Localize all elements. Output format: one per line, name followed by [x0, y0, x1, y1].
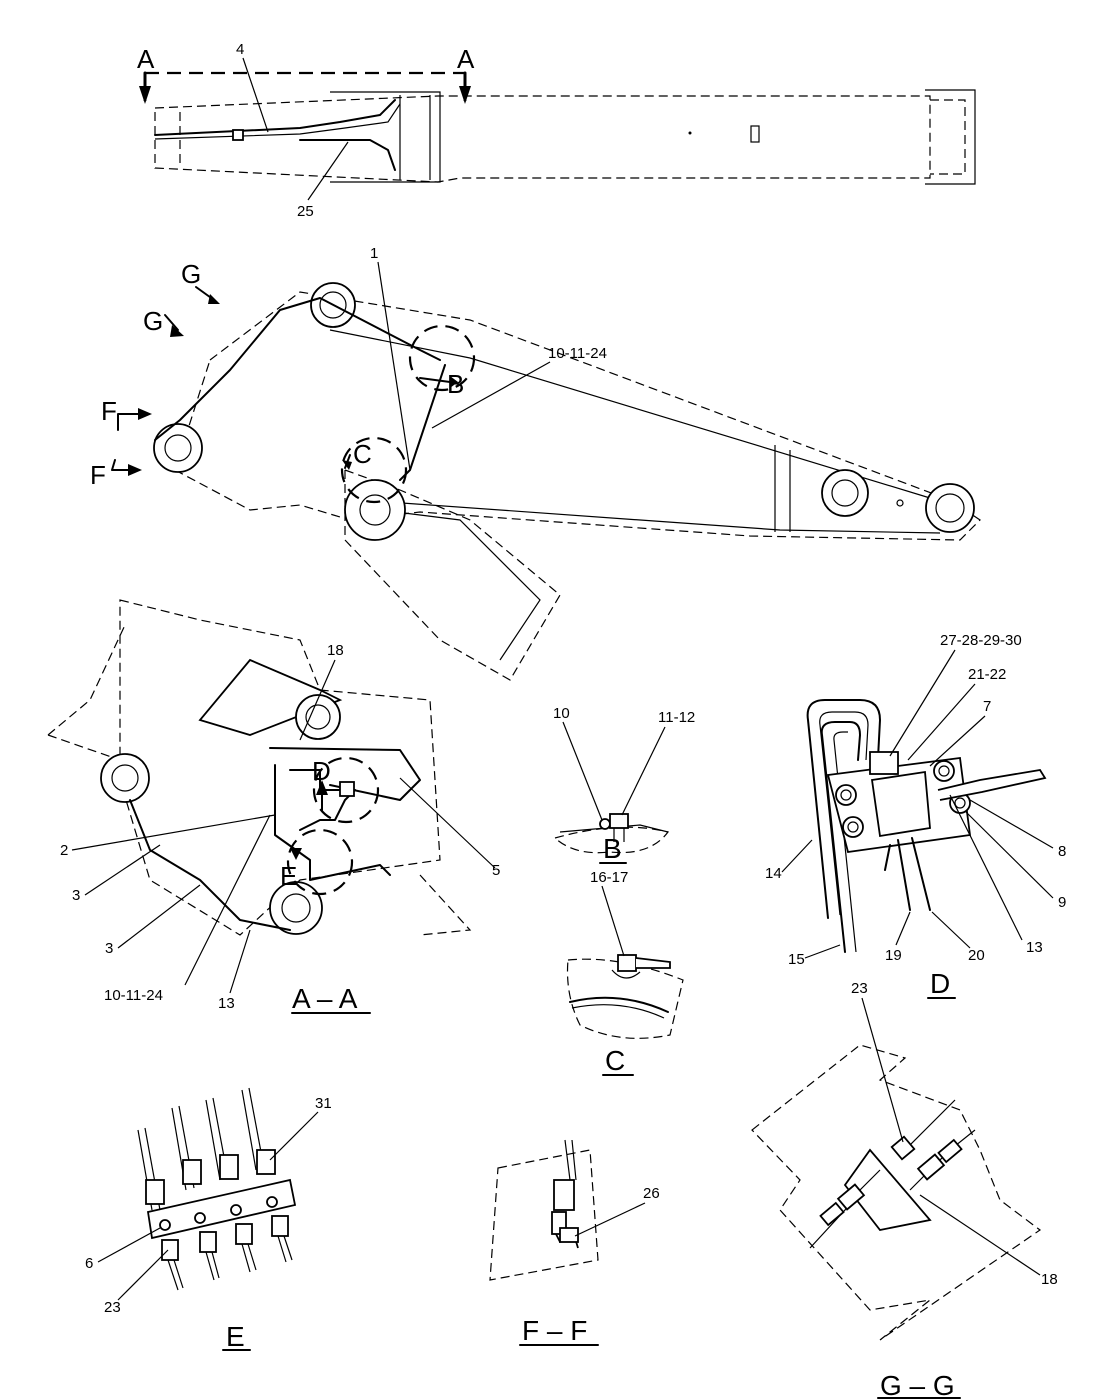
callout-23-e: 23	[104, 1299, 121, 1316]
section-gg-view: 23 18 G – G	[751, 980, 1058, 1400]
callout-25: 25	[297, 203, 314, 220]
detail-b-view: 10 11-12 B	[553, 705, 695, 864]
callout-21-22: 21-22	[968, 666, 1006, 683]
callout-27-28-29-30: 27-28-29-30	[940, 632, 1022, 649]
detail-c-view: 16-17 C	[566, 869, 684, 1076]
callout-3-lower: 3	[105, 940, 113, 957]
section-marker-g-lower: G	[143, 306, 163, 336]
callout-26: 26	[643, 1185, 660, 1202]
callout-11-12: 11-12	[658, 709, 695, 726]
view-title-ff: F – F	[522, 1315, 587, 1346]
callout-13-aa: 13	[218, 995, 235, 1012]
view-title-d: D	[930, 968, 950, 999]
view-title-aa: A – A	[292, 983, 358, 1014]
callout-15: 15	[788, 951, 805, 968]
callout-10-11-24-aa: 10-11-24	[104, 987, 163, 1004]
callout-1: 1	[370, 245, 378, 262]
section-aa-view: D E 18 2 3 3 5 10-11-24 13 A – A	[47, 599, 500, 1014]
detail-marker-e: E	[280, 861, 297, 891]
section-marker-f-upper: F	[101, 396, 117, 426]
callout-10-11-24-main: 10-11-24	[548, 345, 607, 362]
top-view: A A 4 25	[137, 41, 976, 220]
callout-20: 20	[968, 947, 985, 964]
view-title-c: C	[605, 1045, 625, 1076]
callout-8: 8	[1058, 843, 1066, 860]
callout-3-upper: 3	[72, 887, 80, 904]
section-marker-a-left: A	[137, 44, 155, 74]
callout-2: 2	[60, 842, 68, 859]
callout-4: 4	[236, 41, 244, 58]
callout-23-gg: 23	[851, 980, 868, 997]
callout-18-gg: 18	[1041, 1271, 1058, 1288]
callout-5: 5	[492, 862, 500, 879]
detail-marker-b: B	[447, 369, 464, 399]
view-title-b: B	[603, 833, 622, 864]
callout-6: 6	[85, 1255, 93, 1272]
detail-d-view: 27-28-29-30 21-22 7 8 9 13 14 15 19 20 D	[765, 632, 1066, 999]
callout-16-17: 16-17	[590, 869, 628, 886]
callout-14: 14	[765, 865, 782, 882]
callout-19: 19	[885, 947, 902, 964]
detail-marker-d: D	[312, 756, 331, 786]
section-marker-f-lower: F	[90, 460, 106, 490]
view-title-gg: G – G	[880, 1370, 955, 1400]
section-marker-a-right: A	[457, 44, 475, 74]
callout-31: 31	[315, 1095, 332, 1112]
main-side-view: B C G G F F 1 10-11-24	[90, 245, 981, 681]
detail-e-view: 31 6 23 E	[85, 1087, 332, 1352]
section-marker-g-upper: G	[181, 259, 201, 289]
view-title-e: E	[226, 1321, 245, 1352]
detail-marker-c: C	[353, 439, 372, 469]
callout-10-b: 10	[553, 705, 570, 722]
callout-9: 9	[1058, 894, 1066, 911]
callout-18-aa: 18	[327, 642, 344, 659]
section-ff-view: 26 F – F	[489, 1139, 660, 1346]
callout-7: 7	[983, 698, 991, 715]
callout-13-d: 13	[1026, 939, 1043, 956]
